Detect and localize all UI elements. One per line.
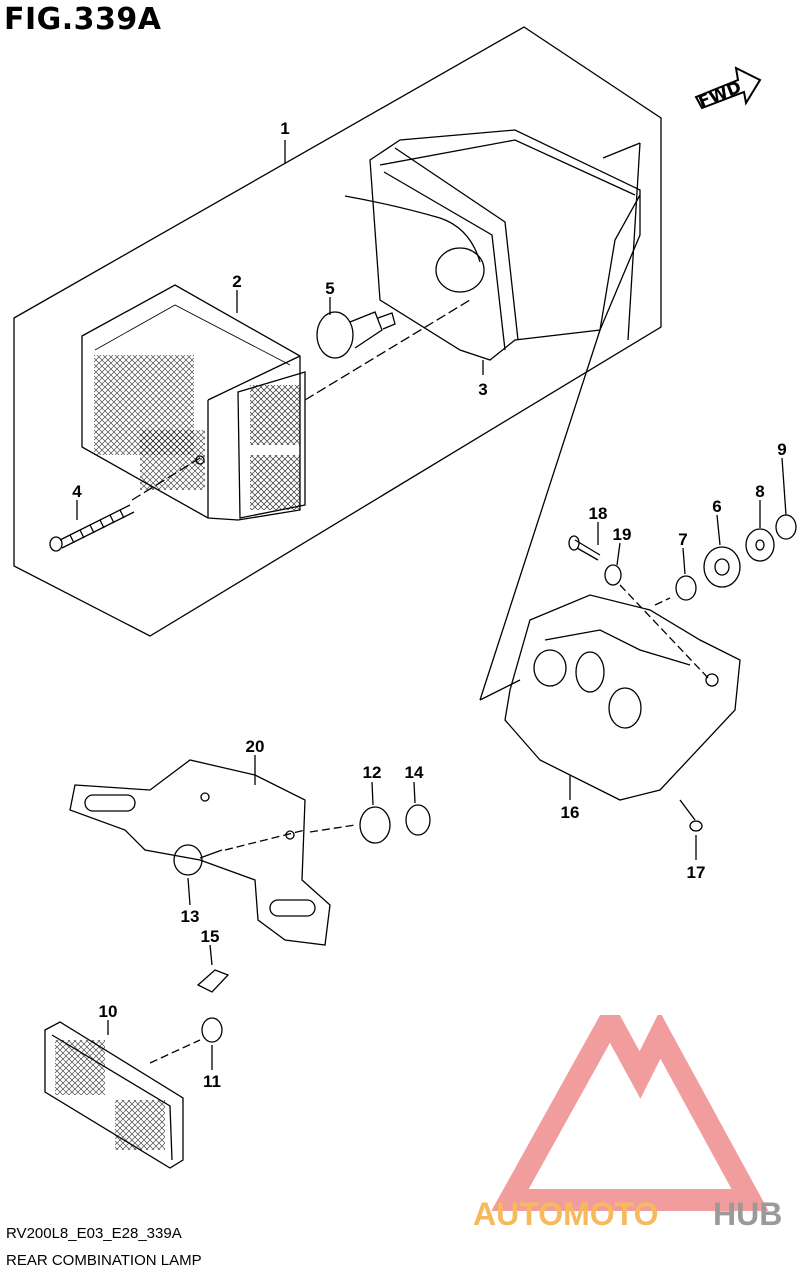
figure-caption: REAR COMBINATION LAMP xyxy=(6,1252,202,1269)
callout-13: 13 xyxy=(181,907,200,926)
reflector-nut xyxy=(201,1017,223,1043)
callout-17: 17 xyxy=(687,863,706,882)
watermark-logo: AUTOMOTO HUB xyxy=(473,1015,782,1230)
lamp-bracket xyxy=(504,594,741,801)
fwd-label: FWD xyxy=(696,77,745,112)
callout-9: 9 xyxy=(777,440,786,459)
bolt-shank xyxy=(199,849,223,859)
callout-7: 7 xyxy=(678,530,687,549)
bolt-head xyxy=(173,844,203,876)
callout-10: 10 xyxy=(99,1002,118,1021)
watermark-text-auto: AUTOMOTO xyxy=(473,1196,658,1230)
figure-title: FIG.339A xyxy=(4,2,162,37)
callout-12: 12 xyxy=(363,763,382,782)
callout-11: 11 xyxy=(203,1072,221,1091)
callout-16: 16 xyxy=(561,803,580,822)
callout-3: 3 xyxy=(478,380,487,399)
callout-1: 1 xyxy=(280,119,289,138)
watermark-text-hub: HUB xyxy=(713,1196,782,1230)
callout-18: 18 xyxy=(589,504,608,523)
lamp-housing xyxy=(344,129,641,361)
bulb xyxy=(316,311,396,359)
assembly-frame xyxy=(13,26,662,637)
callout-4: 4 xyxy=(72,482,82,501)
callout-2: 2 xyxy=(232,272,241,291)
washer xyxy=(359,806,391,844)
lens-screw xyxy=(49,504,135,552)
figure-code: RV200L8_E03_E28_339A xyxy=(6,1225,182,1242)
callout-5: 5 xyxy=(325,279,334,298)
callout-19: 19 xyxy=(613,525,632,544)
callout-20: 20 xyxy=(246,737,265,756)
watermark-triangle-icon xyxy=(491,1015,769,1211)
callout-15: 15 xyxy=(201,927,220,946)
nut xyxy=(405,804,431,836)
reflector xyxy=(44,1021,184,1169)
bracket-screw xyxy=(679,799,703,832)
grommet-parts xyxy=(568,514,797,681)
lamp-lens xyxy=(81,284,306,521)
license-bracket xyxy=(69,759,356,946)
callout-6: 6 xyxy=(712,497,721,516)
fwd-arrow-icon xyxy=(694,66,762,110)
callout-14: 14 xyxy=(405,763,424,782)
callout-8: 8 xyxy=(755,482,764,501)
clip xyxy=(196,969,230,993)
